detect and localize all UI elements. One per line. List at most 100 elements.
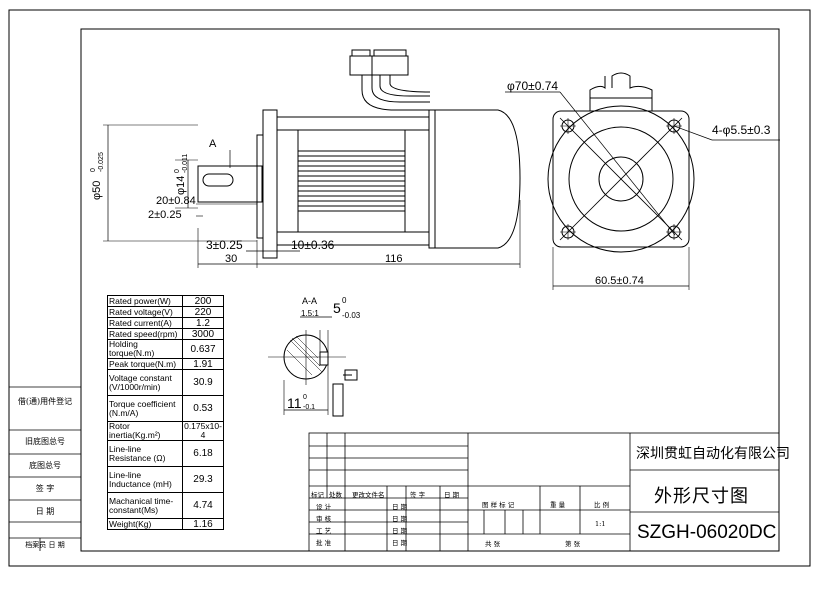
spec-label: Machanical time-constant(Ms) (107, 492, 183, 519)
tb-date-2: 日 期 (392, 515, 408, 523)
spec-value: 1.2 (182, 317, 224, 329)
company-name: 深圳贯虹自动化有限公司 (636, 446, 790, 462)
dim-len10: 10±0.36 (291, 238, 335, 252)
outer-border (8, 9, 811, 567)
motor-side-view (103, 49, 521, 268)
dim-key11-tol-top: 0 (303, 394, 307, 401)
table-row: Machanical time-constant(Ms)4.74 (107, 492, 224, 519)
table-row: Line-line Resistance (Ω)6.18 (107, 440, 224, 467)
section-scale: 1.5:1 (301, 309, 319, 318)
dim-d50-group: φ50 0 -0.025 (90, 152, 105, 200)
tb-date-4: 日 期 (392, 539, 408, 547)
spec-value: 30.9 (182, 369, 224, 396)
spec-value: 0.53 (182, 395, 224, 422)
dim-d50: φ50 (91, 181, 103, 200)
dim-len20: 20±0.84 (156, 195, 196, 207)
tb-scale: 比 例 (594, 501, 610, 509)
table-row: Rated current(A)1.2 (107, 317, 224, 329)
spec-label: Weight(Kg) (107, 518, 183, 530)
dim-d50-tol-top: 0 (90, 168, 97, 172)
section-name: A-A (302, 296, 317, 306)
register-old-base-label: 旧底图总号 (25, 437, 65, 446)
spec-label: Voltage constant (V/1000r/min) (107, 369, 183, 396)
tb-mark: 标记 (311, 491, 324, 499)
table-row: Rated power(W)200 (107, 295, 224, 307)
table-row: Line-line Inductance (mH)29.3 (107, 466, 224, 493)
spec-value: 3000 (182, 328, 224, 340)
tb-weight: 重 量 (550, 501, 566, 509)
tb-sheet-no: 第 张 (565, 540, 581, 548)
spec-label: Rated power(W) (107, 295, 183, 307)
dim-d14-tol-bot: -0.011 (182, 154, 189, 173)
view-a-label: A (209, 138, 217, 150)
section-a-a (268, 316, 358, 417)
dim-width: 60.5±0.74 (595, 275, 644, 287)
tb-stage-mark: 图 样 标 记 (482, 501, 515, 509)
spec-label: Rated speed(rpm) (107, 328, 183, 340)
dim-key11: 11 (287, 395, 302, 411)
table-row: Rated speed(rpm)3000 (107, 328, 224, 340)
tb-review: 审 核 (316, 515, 332, 523)
register-sign-label: 签 字 (35, 484, 55, 493)
dim-key5-tol-bot: -0.03 (342, 311, 361, 320)
tb-count: 处数 (329, 491, 342, 499)
spec-value: 1.91 (182, 358, 224, 370)
table-row: Rated voltage(V)220 (107, 306, 224, 318)
dim-len3: 3±0.25 (206, 238, 243, 252)
spec-value: 220 (182, 306, 224, 318)
tb-sign: 签 字 (410, 491, 426, 499)
tb-approve: 批 准 (316, 539, 332, 547)
tb-design: 设 计 (316, 503, 332, 511)
dim-holes: 4-φ5.5±0.3 (712, 123, 771, 137)
title-block-grid (308, 432, 780, 552)
spec-label: Torque coefficient (N.m/A) (107, 395, 183, 422)
tb-doc: 更改文件名 (352, 491, 385, 499)
register-borrow-label: 借(通)用件登记 (17, 397, 73, 406)
table-row: Rotor inertia(Kg.m²)0.175x10-4 (107, 421, 224, 441)
spec-label: Rated voltage(V) (107, 306, 183, 318)
tb-process: 工 艺 (316, 527, 332, 535)
dim-d14: φ14 (175, 176, 187, 195)
tb-date-3: 日 期 (392, 527, 408, 535)
register-base-label: 底图总号 (29, 461, 61, 470)
table-row: Torque coefficient (N.m/A)0.53 (107, 395, 224, 422)
dim-len2: 2±0.25 (148, 209, 182, 221)
dim-d70: φ70±0.74 (507, 79, 558, 93)
table-row: Weight(Kg)1.16 (107, 518, 224, 530)
spec-value: 29.3 (182, 466, 224, 493)
drawing-title: 外形尺寸图 (654, 486, 749, 507)
motor-front-view (505, 72, 780, 290)
spec-label: Rated current(A) (107, 317, 183, 329)
spec-value: 0.175x10-4 (182, 421, 224, 441)
tb-date-1: 日 期 (392, 503, 408, 511)
dim-len116: 116 (385, 253, 403, 265)
dim-d14-tol-top: 0 (174, 169, 181, 173)
register-archivist-label: 档案员 日 期 (25, 541, 65, 549)
spec-label: Rotor inertia(Kg.m²) (107, 421, 183, 441)
dim-key5-tol-top: 0 (342, 296, 347, 305)
dim-d14-group: φ14 0 -0.011 (174, 154, 189, 195)
table-row: Voltage constant (V/1000r/min)30.9 (107, 369, 224, 396)
table-row: Peak torque(N.m)1.91 (107, 358, 224, 370)
spec-label: Line-line Inductance (mH) (107, 466, 183, 493)
spec-value: 6.18 (182, 440, 224, 467)
dim-d50-tol-bot: -0.025 (98, 152, 105, 172)
spec-value: 0.637 (182, 339, 224, 359)
tb-scale-value: 1:1 (595, 520, 606, 528)
spec-value: 200 (182, 295, 224, 307)
spec-label: Holding torque(N.m) (107, 339, 183, 359)
dim-len30: 30 (225, 253, 237, 265)
spec-value: 1.16 (182, 518, 224, 530)
spec-value: 4.74 (182, 492, 224, 519)
tb-total-sheets: 共 张 (485, 540, 501, 548)
dim-key11-tol-bot: -0.1 (303, 404, 315, 411)
table-row: Holding torque(N.m)0.637 (107, 339, 224, 359)
dim-key5: 5 (333, 300, 341, 316)
tb-date: 日 期 (444, 491, 460, 499)
spec-label: Peak torque(N.m) (107, 358, 183, 370)
spec-table: Rated power(W)200 Rated voltage(V)220 Ra… (107, 295, 224, 530)
register-date-label: 日 期 (35, 507, 55, 516)
spec-label: Line-line Resistance (Ω) (107, 440, 183, 467)
